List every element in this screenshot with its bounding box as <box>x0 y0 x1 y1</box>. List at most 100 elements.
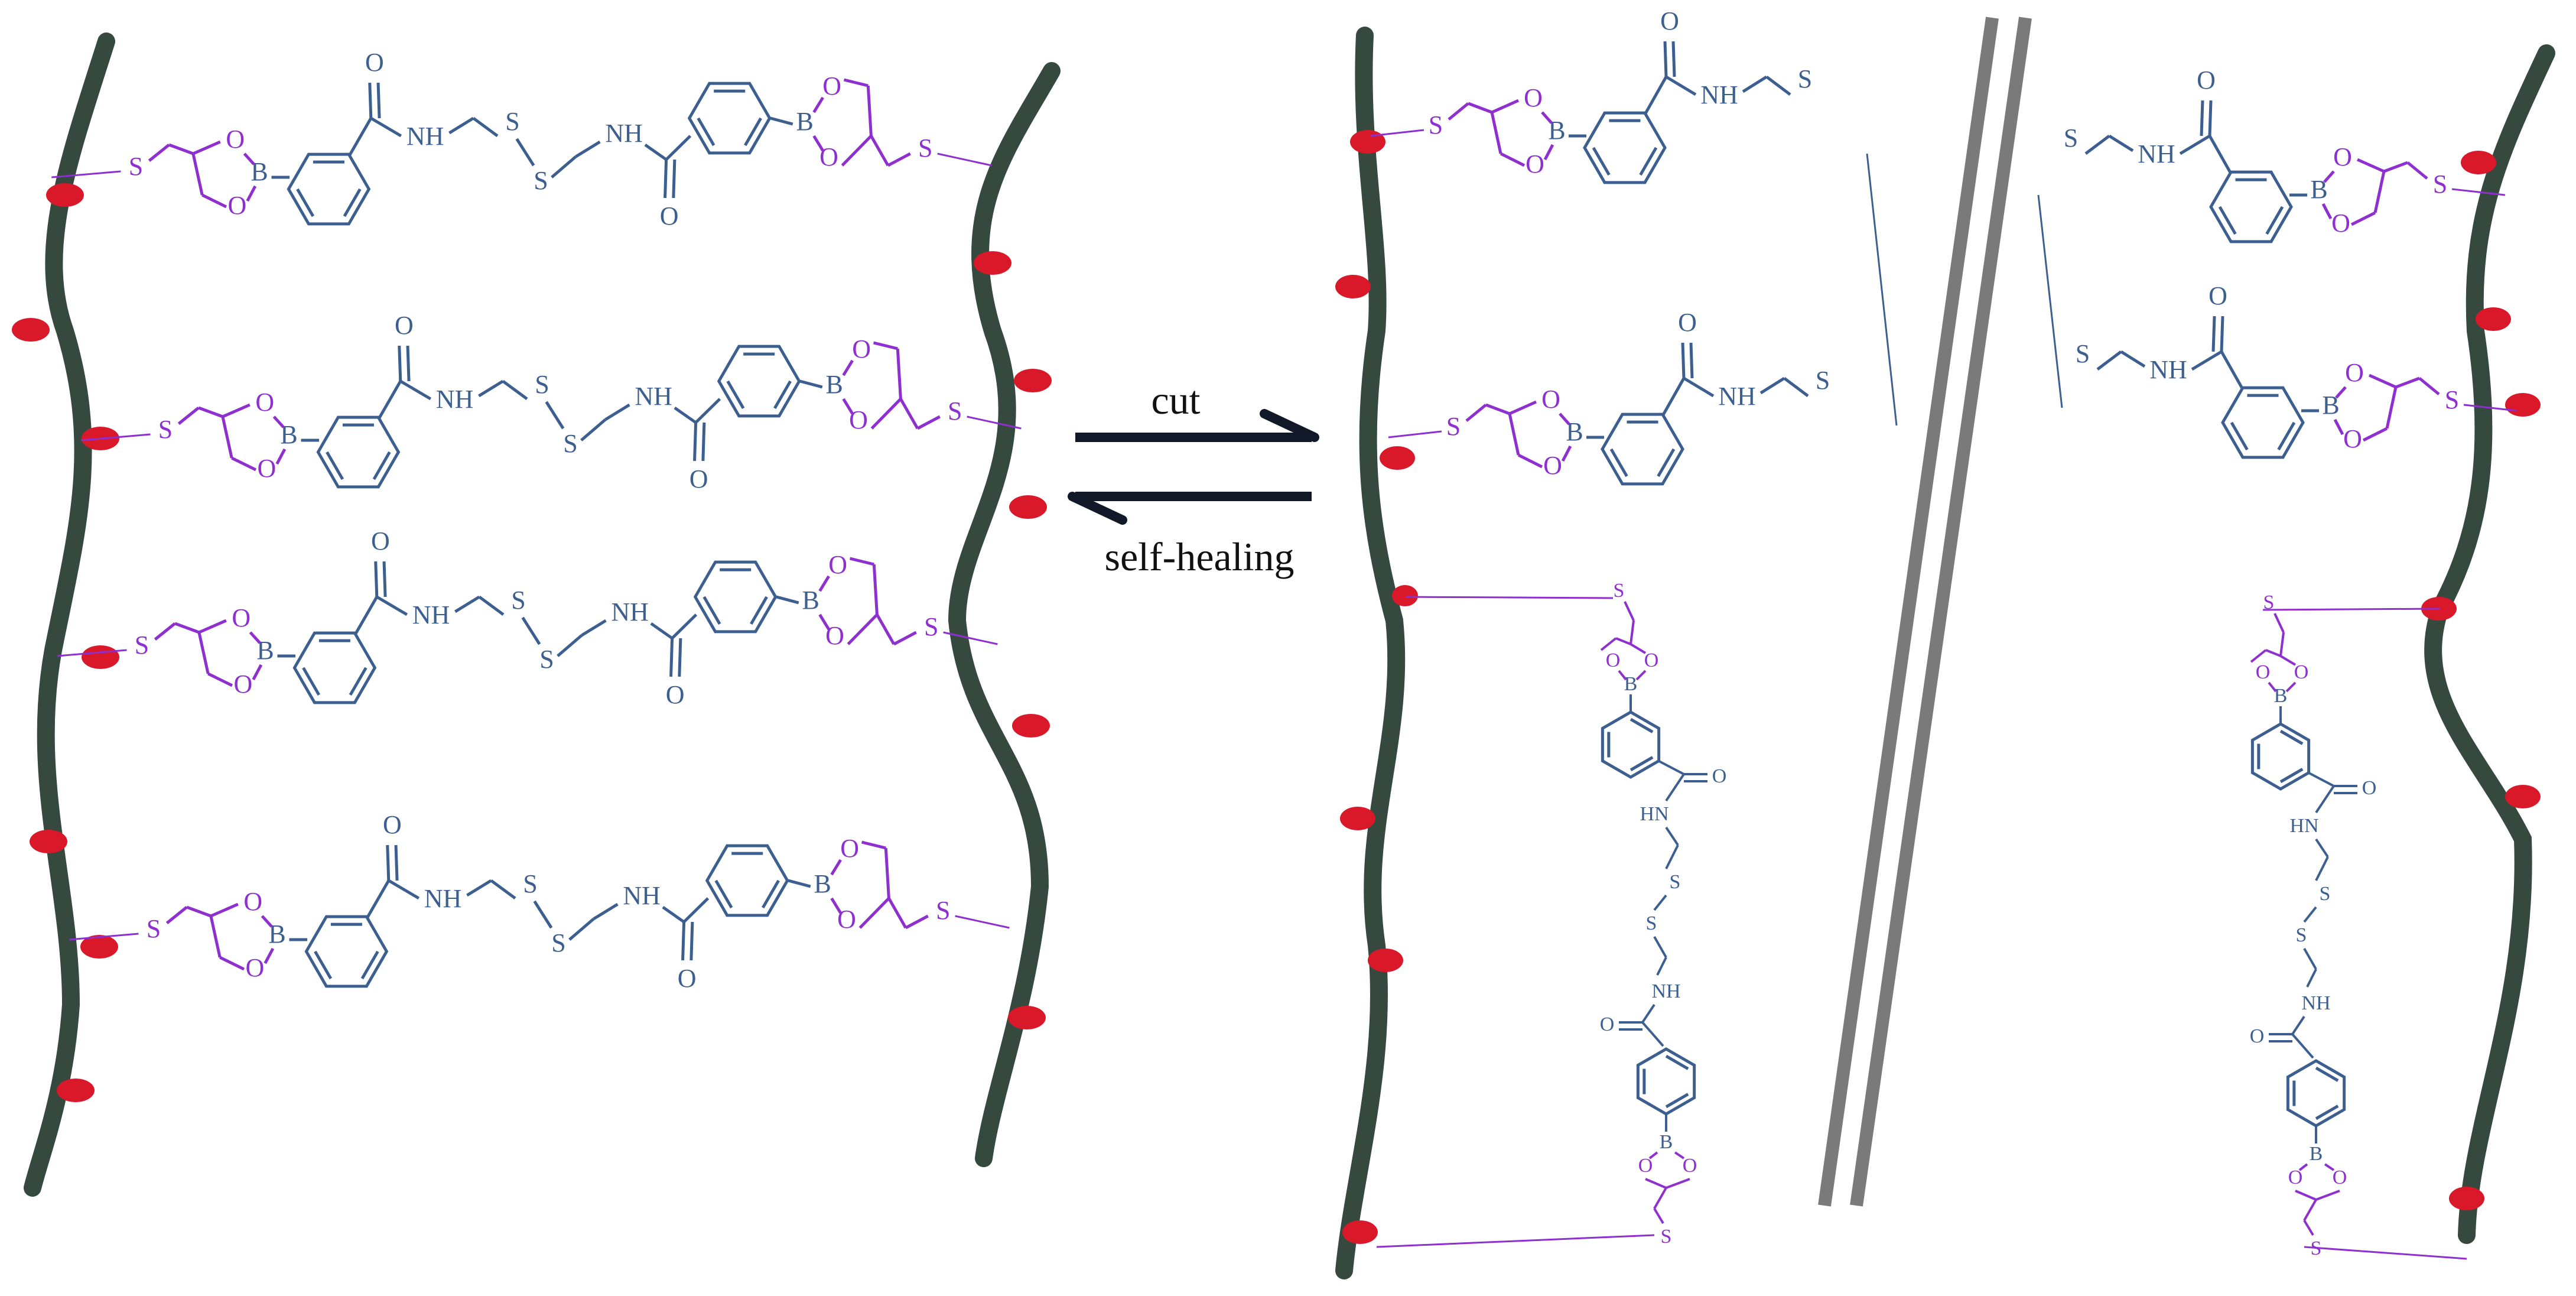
bond <box>870 135 890 167</box>
bond <box>551 155 577 178</box>
ring-double-bond <box>296 188 315 217</box>
bond <box>1468 102 1492 114</box>
ring-double-bond <box>714 879 733 909</box>
bond <box>1681 342 1686 379</box>
bond <box>1448 102 1469 121</box>
crosslink-node <box>2461 151 2496 174</box>
bond <box>2362 427 2388 442</box>
bond <box>1490 112 1502 154</box>
sulfur-atom: S <box>948 397 962 425</box>
ring-double-bond <box>1592 147 1611 176</box>
bond <box>2285 681 2297 693</box>
crosslink-node <box>1340 807 1375 830</box>
bond <box>887 152 911 167</box>
oxygen-atom: O <box>666 680 685 709</box>
bond <box>386 844 391 881</box>
sulfur-atom: S <box>918 134 932 163</box>
bond <box>2279 632 2285 657</box>
bond <box>1541 111 1553 124</box>
bond <box>678 638 682 677</box>
tether-line <box>51 170 121 178</box>
bond <box>1648 1151 1658 1159</box>
amide-nh: NH <box>605 119 643 148</box>
bond <box>842 398 854 415</box>
oxygen-atom: O <box>233 670 252 699</box>
boron-atom: B <box>2274 685 2288 707</box>
bond <box>466 879 492 897</box>
bond <box>1615 637 1631 645</box>
bond <box>662 905 685 924</box>
bond <box>1624 601 1635 621</box>
benzene-ring <box>717 345 801 418</box>
crosslink-node <box>1335 275 1371 298</box>
bond <box>1765 76 1791 96</box>
bond <box>454 595 480 613</box>
bond <box>650 622 674 640</box>
bond <box>669 638 674 677</box>
bond <box>1663 41 1668 77</box>
sulfur-atom: S <box>523 869 537 898</box>
tether-line <box>1370 129 1424 137</box>
bond <box>348 117 372 156</box>
bond <box>1645 1178 1667 1189</box>
amide-nh: NH <box>623 881 661 910</box>
sulfur-atom: S <box>1798 64 1812 93</box>
bond <box>533 900 553 929</box>
bond <box>663 159 668 199</box>
sulfur-atom: S <box>1429 111 1443 139</box>
oxygen-atom: O <box>2362 777 2377 799</box>
bond <box>165 906 188 924</box>
sulfur-atom: S <box>2445 385 2459 414</box>
bond <box>478 595 505 616</box>
crosslink-node <box>46 183 84 207</box>
amide-nh: NH <box>1651 980 1680 1002</box>
ring-double-bond <box>2230 421 2249 451</box>
bond <box>2220 350 2244 389</box>
amide-nh: NH <box>1700 80 1738 109</box>
sulfur-atom: S <box>129 152 143 181</box>
sulfur-atom: S <box>539 645 554 674</box>
bond <box>812 96 824 113</box>
sulfur-atom: S <box>563 429 577 458</box>
ring-double-bond <box>2315 1066 2339 1082</box>
bond <box>861 840 886 850</box>
bond <box>905 914 929 930</box>
bond <box>2303 1199 2317 1221</box>
crosslink-node <box>2505 785 2541 808</box>
oxygen-atom: O <box>819 142 838 171</box>
boron-atom: B <box>2310 1143 2323 1165</box>
bond <box>830 859 842 876</box>
ring-double-bond <box>349 667 367 696</box>
sulfur-atom: S <box>1446 412 1461 441</box>
ring-double-bond <box>1629 756 1654 772</box>
crosslink-node <box>2505 393 2541 417</box>
sulfur-atom: S <box>1661 1226 1672 1248</box>
oxygen-atom: O <box>232 603 251 632</box>
oxygen-atom: O <box>1660 7 1679 35</box>
oxygen-atom: O <box>2333 142 2352 171</box>
bond <box>866 85 873 137</box>
bond <box>2385 386 2398 429</box>
tether-line <box>81 433 151 441</box>
bond <box>843 78 869 87</box>
oxygen-atom: O <box>2209 281 2227 310</box>
ring-double-bond <box>744 117 762 147</box>
ring-double-bond <box>2279 768 2304 784</box>
broken-thiol-line <box>2037 194 2063 408</box>
bond <box>1641 1021 1664 1047</box>
bond <box>448 116 474 135</box>
ring-double-bond <box>726 380 745 410</box>
bond <box>593 902 619 921</box>
boron-atom: B <box>826 370 843 399</box>
amide-nh: NH <box>2301 992 2330 1014</box>
ring-double-bond <box>1629 717 1654 733</box>
oxygen-atom: O <box>2197 66 2216 95</box>
bond <box>221 416 233 459</box>
bond <box>644 143 668 161</box>
oxygen-atom: O <box>840 834 859 863</box>
oxygen-atom: O <box>1524 83 1543 112</box>
ring-double-bond <box>302 667 321 696</box>
oxygen-atom: O <box>2343 424 2362 453</box>
